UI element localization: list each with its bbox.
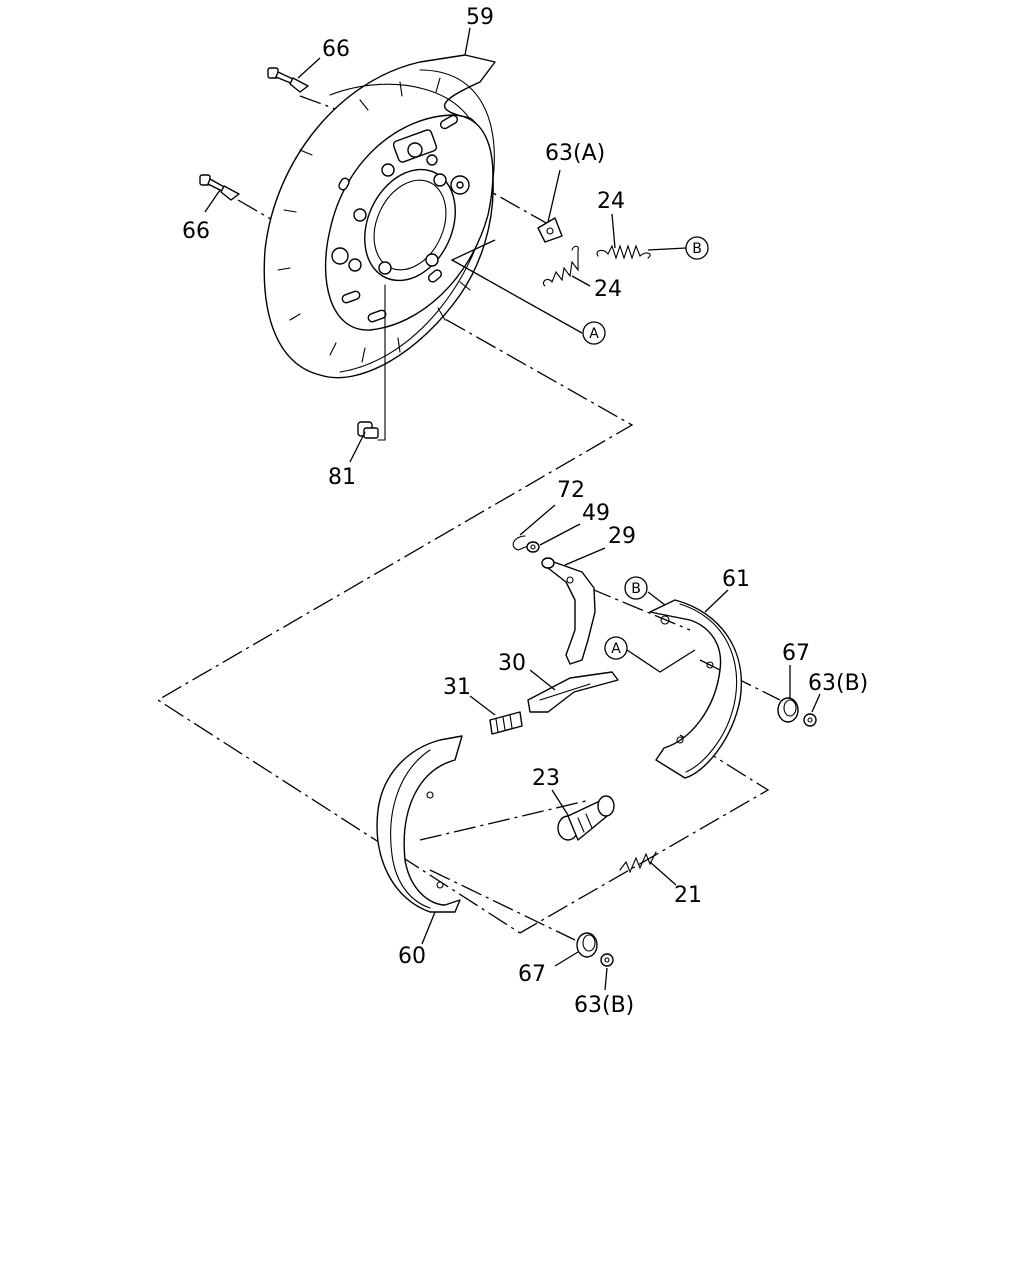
- brake-shoe-61: [649, 599, 742, 779]
- leader-lines: [204, 27, 821, 991]
- svg-text:B: B: [631, 581, 641, 597]
- svg-text:A: A: [611, 641, 621, 657]
- spring-21: [619, 851, 657, 874]
- callout-59: 59: [466, 5, 494, 30]
- callout-81: 81: [328, 465, 356, 490]
- callout-labels: 59 66 66 63(A) 24 24 81 72 49 29 61 30 6…: [182, 5, 868, 1018]
- callout-72: 72: [557, 478, 585, 503]
- svg-text:B: B: [692, 241, 702, 257]
- ref-b-lower: B: [624, 576, 648, 600]
- spring-67-right: [777, 697, 799, 723]
- callout-66-lower: 66: [182, 219, 210, 244]
- ref-b-upper: B: [685, 236, 709, 260]
- adjuster-23: [557, 795, 615, 841]
- brake-shoe-60: [376, 735, 463, 913]
- callout-60: 60: [398, 944, 426, 969]
- retainer-63a: [537, 217, 563, 243]
- callout-49: 49: [582, 501, 610, 526]
- ref-a-lower: A: [604, 636, 628, 660]
- strut-30: [527, 671, 619, 713]
- svg-text:A: A: [589, 326, 599, 342]
- bolt-66-upper: [267, 67, 309, 93]
- callout-61: 61: [722, 567, 750, 592]
- spring-24-upper: [596, 244, 651, 260]
- ref-a-upper: A: [582, 321, 606, 345]
- callout-24-lower: 24: [594, 277, 622, 302]
- callout-67-lower: 67: [518, 962, 546, 987]
- retainer-63b-lower: [600, 953, 614, 967]
- washer-49: [526, 541, 540, 553]
- spring-67-lower: [576, 932, 598, 958]
- retainer-63b-right: [803, 713, 817, 727]
- callout-21: 21: [674, 883, 702, 908]
- spring-31: [489, 711, 523, 735]
- bolt-81: [357, 284, 386, 441]
- spring-24-lower: [542, 245, 579, 287]
- callout-63b-right: 63(B): [808, 671, 868, 696]
- callout-63a: 63(A): [545, 141, 605, 166]
- clip-72: [512, 535, 529, 551]
- callout-31: 31: [443, 675, 471, 700]
- callout-24-upper: 24: [597, 189, 625, 214]
- callout-29: 29: [608, 524, 636, 549]
- bolt-66-lower: [199, 174, 240, 201]
- backing-plate-59: [263, 54, 496, 379]
- callout-23: 23: [532, 766, 560, 791]
- reference-markers: B A B A: [582, 236, 709, 660]
- lever-29: [541, 557, 596, 665]
- callout-67-right: 67: [782, 641, 810, 666]
- callout-30: 30: [498, 651, 526, 676]
- callout-66-upper: 66: [322, 37, 350, 62]
- callout-63b-lower: 63(B): [574, 993, 634, 1018]
